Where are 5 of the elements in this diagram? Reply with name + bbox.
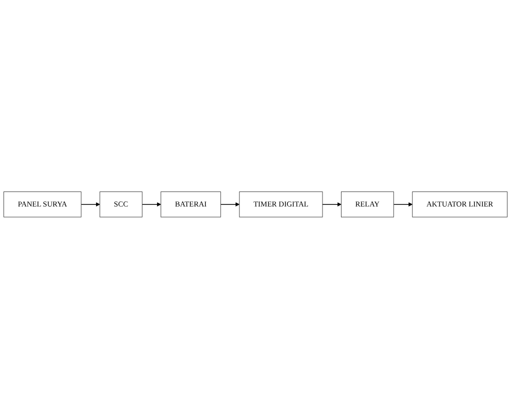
arrow (142, 202, 162, 207)
arrow (393, 202, 413, 207)
arrow (80, 202, 100, 207)
arrow (322, 202, 342, 207)
arrow (220, 202, 240, 207)
